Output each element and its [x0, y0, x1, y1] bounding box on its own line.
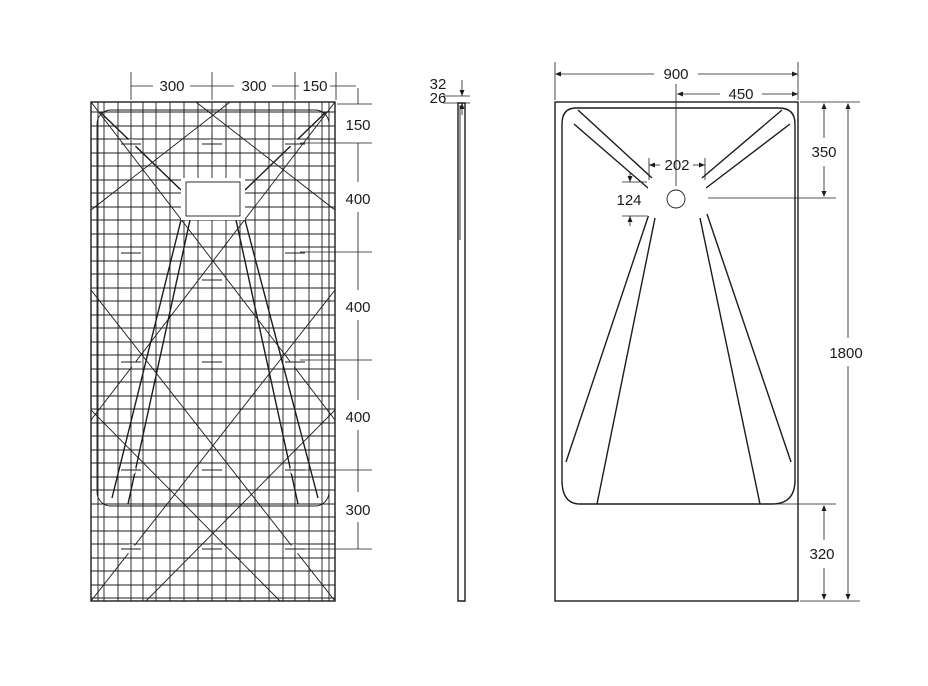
grid-rib-diagonal	[91, 102, 231, 211]
dim-top-300-a: 300	[159, 78, 184, 95]
back-view-waste-inner	[185, 181, 241, 217]
back-view: 300 300 150 150 400 400 400 300	[90, 72, 372, 602]
slope-line	[244, 219, 319, 499]
front-view-width-dims: 900 450	[554, 62, 799, 186]
dim-length-1800: 1800	[829, 345, 862, 362]
front-view: 900 450 202 124	[554, 62, 863, 602]
dim-right-300: 300	[345, 502, 370, 519]
dim-right-400-b: 400	[345, 299, 370, 316]
dim-thickness-26: 26	[430, 90, 447, 107]
back-view-drain-hole	[199, 185, 227, 213]
front-view-outline	[554, 101, 799, 602]
slope-line	[99, 111, 182, 191]
dim-top-150: 150	[302, 78, 327, 95]
slope-line	[111, 219, 182, 499]
dim-width-900: 900	[663, 66, 688, 83]
dim-waste-124: 124	[616, 192, 641, 209]
back-view-outline	[90, 101, 336, 602]
back-view-right-dims: 150 400 400 400 300	[300, 88, 372, 550]
dim-top-300-b: 300	[241, 78, 266, 95]
dim-right-400-c: 400	[345, 409, 370, 426]
slope-line	[235, 219, 299, 505]
slope-line	[127, 219, 191, 505]
dim-end-320: 320	[809, 546, 834, 563]
support-feet	[121, 134, 305, 559]
grid-rib-diagonal	[195, 102, 335, 211]
grid-rib-diagonal	[91, 102, 335, 421]
dim-waste-202: 202	[664, 157, 689, 174]
grid-rib-diagonal	[145, 409, 335, 601]
back-view-grid	[91, 102, 335, 601]
dim-right-400-a: 400	[345, 191, 370, 208]
dim-waste-offset-350: 350	[811, 144, 836, 161]
back-view-top-dims: 300 300 150	[130, 72, 356, 100]
grid-rib-diagonal	[91, 409, 281, 601]
side-profile	[457, 102, 466, 602]
side-view: 32 26	[430, 76, 470, 602]
front-view-drain	[662, 185, 690, 213]
front-view-right-dims: 350 1800 320	[708, 101, 863, 602]
slope-line	[244, 111, 327, 191]
dim-right-150: 150	[345, 117, 370, 134]
back-view-recess	[96, 109, 330, 507]
dim-thickness-32: 32	[430, 76, 447, 93]
front-view-waste-dims: 202 124	[616, 157, 706, 226]
dim-half-width-450: 450	[728, 86, 753, 103]
